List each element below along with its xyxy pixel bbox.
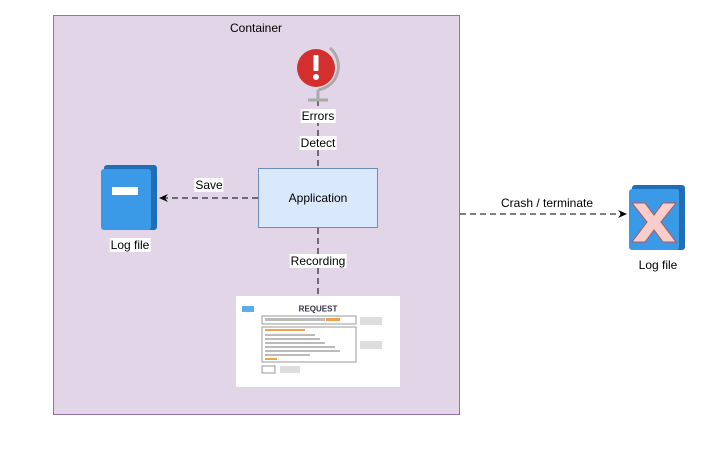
application-label: Application (288, 191, 348, 205)
recording-label: Recording (289, 254, 347, 268)
errors-label: Errors (300, 109, 336, 123)
request-screenshot-image (242, 306, 382, 374)
request-title: REQUEST (298, 304, 338, 314)
detect-label: Detect (299, 136, 337, 150)
crash-label: Crash / terminate (499, 196, 595, 210)
book-icon (101, 165, 157, 230)
error-globe-icon (297, 46, 340, 102)
book-x-icon (629, 185, 685, 250)
log-file-left-label: Log file (109, 238, 151, 252)
save-label: Save (194, 178, 224, 192)
log-file-right-label: Log file (637, 258, 679, 272)
application-node[interactable]: Application (258, 168, 378, 228)
request-screenshot: REQUEST (236, 296, 400, 387)
container-title: Container (229, 21, 283, 35)
